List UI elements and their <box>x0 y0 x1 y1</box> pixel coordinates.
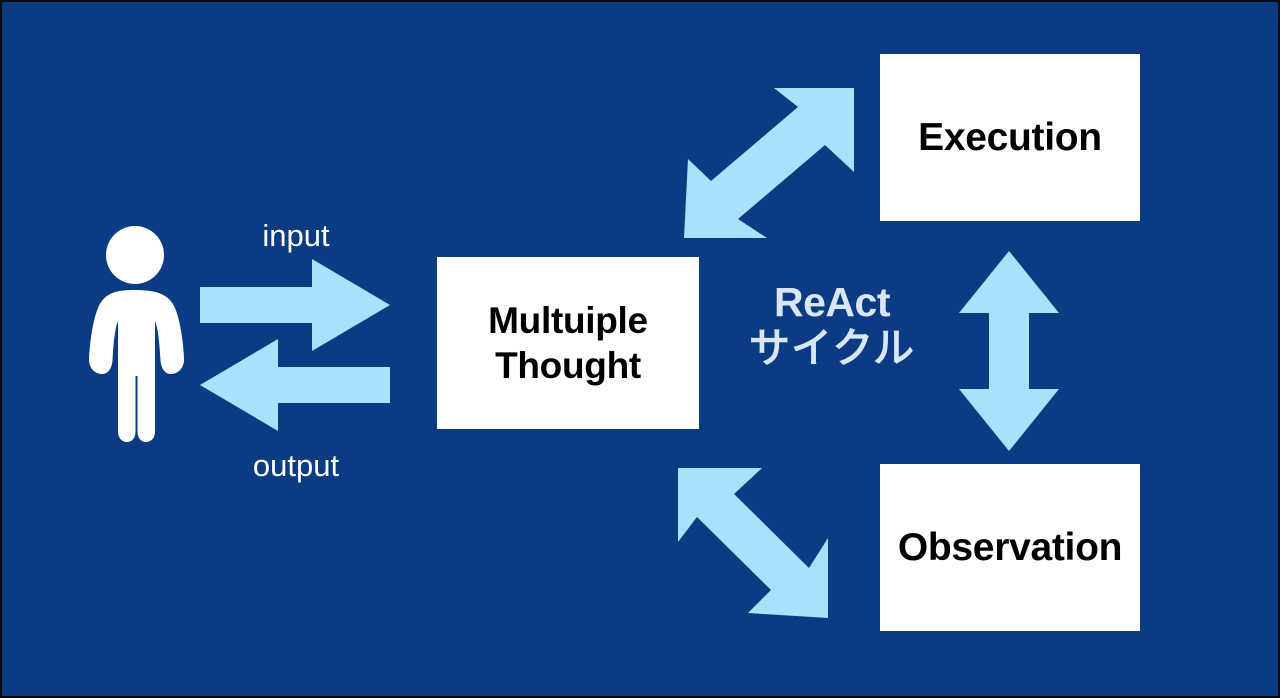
output-label: output <box>252 448 340 483</box>
arrow-diagonal-down-icon <box>678 468 828 618</box>
node-observation[interactable]: Observation <box>880 464 1140 631</box>
node-thought-label: Multuiple Thought <box>488 299 648 386</box>
input-output-arrows-icon <box>200 259 390 431</box>
node-observation-label: Observation <box>897 525 1123 569</box>
arrow-vertical-icon <box>959 251 1059 451</box>
react-cycle-label-jp: サイクル <box>749 324 915 371</box>
person-icon <box>88 226 185 442</box>
node-thought[interactable]: Multuiple Thought <box>437 257 699 429</box>
arrow-diagonal-up-icon <box>684 88 854 238</box>
node-execution-label: Execution <box>918 115 1102 159</box>
react-cycle-label-en: ReAct <box>774 279 890 325</box>
node-execution[interactable]: Execution <box>880 54 1140 221</box>
react-cycle-label: ReAct サイクル <box>718 279 946 372</box>
input-label: input <box>262 218 330 253</box>
